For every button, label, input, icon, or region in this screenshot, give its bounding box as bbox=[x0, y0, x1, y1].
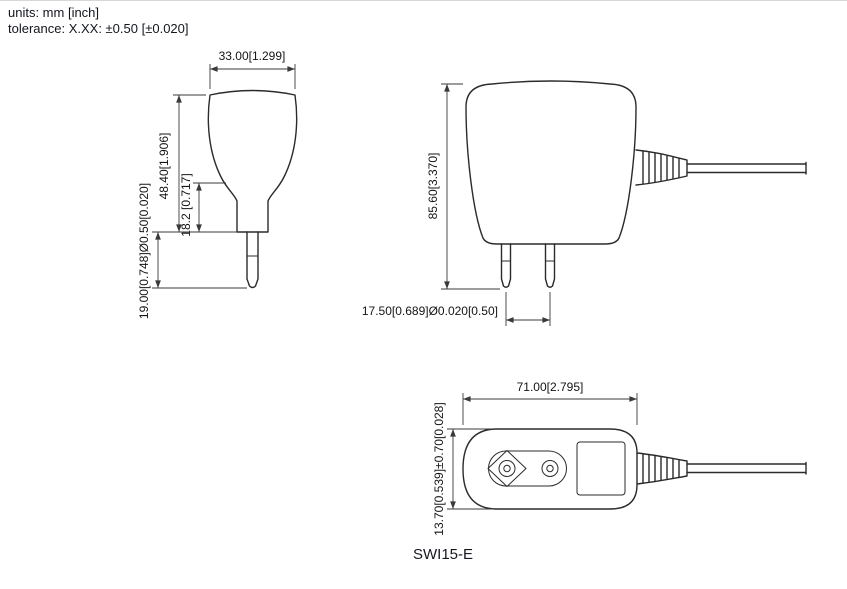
bottom-view bbox=[462, 428, 807, 510]
bottom-height-label: 13.70[0.539]±0.70[0.028] bbox=[432, 402, 446, 535]
bottom-left-pin-circle bbox=[498, 460, 516, 477]
bottom-strain-relief-ribs bbox=[642, 453, 680, 484]
tolerance-note: tolerance: X.XX: ±0.50 [±0.020] bbox=[8, 21, 189, 36]
side-lower-height-label: 18.2 [0.717] bbox=[179, 173, 193, 236]
bottom-right-pin-center-circle bbox=[546, 464, 554, 473]
bottom-pin-face-diamond bbox=[487, 450, 527, 487]
front-right-pin-outline bbox=[544, 243, 556, 288]
bottom-label-area-rect bbox=[576, 441, 626, 496]
model-label: SWI15-E bbox=[413, 546, 473, 563]
front-total-height-label: 85.60[3.370] bbox=[426, 153, 440, 220]
bottom-length-label: 71.00[2.795] bbox=[517, 380, 584, 394]
front-view bbox=[465, 80, 807, 288]
front-pin-spacing-label: 17.50[0.689]Ø0.020[0.50] bbox=[362, 304, 498, 318]
bottom-strain-relief-outline bbox=[636, 452, 688, 485]
bottom-left-pin-center-circle bbox=[503, 464, 511, 473]
side-width-label: 33.00[1.299] bbox=[219, 49, 286, 63]
front-left-pin-outline bbox=[500, 243, 512, 288]
units-note: units: mm [inch] bbox=[8, 5, 100, 20]
bottom-view-dimensions: 71.00[2.795] 13.70[0.539]±0.70[0.028] bbox=[432, 380, 638, 536]
side-body-outline bbox=[207, 89, 298, 233]
front-strain-relief-outline bbox=[635, 149, 688, 186]
drawing-notes: units: mm [inch] tolerance: X.XX: ±0.50 … bbox=[8, 5, 189, 37]
side-view-dimensions: 33.00[1.299] 48.40[1.906] 18.2 [0.717] 1… bbox=[137, 49, 296, 319]
bottom-pin-face-obround bbox=[488, 450, 567, 487]
side-pin-length-label: 19.00[0.748]Ø0.50[0.020] bbox=[137, 183, 151, 319]
bottom-cable bbox=[686, 461, 807, 475]
side-view bbox=[207, 89, 298, 289]
bottom-body-outline bbox=[462, 428, 638, 510]
front-view-dimensions: 85.60[3.370] 17.50[0.689]Ø0.020[0.50] bbox=[362, 83, 551, 326]
front-strain-relief-ribs bbox=[642, 150, 680, 185]
side-body-height-label: 48.40[1.906] bbox=[157, 133, 171, 200]
front-cable bbox=[686, 161, 807, 175]
front-body-outline bbox=[465, 80, 637, 245]
bottom-right-pin-circle bbox=[541, 460, 559, 477]
side-pin-outline bbox=[246, 231, 259, 289]
